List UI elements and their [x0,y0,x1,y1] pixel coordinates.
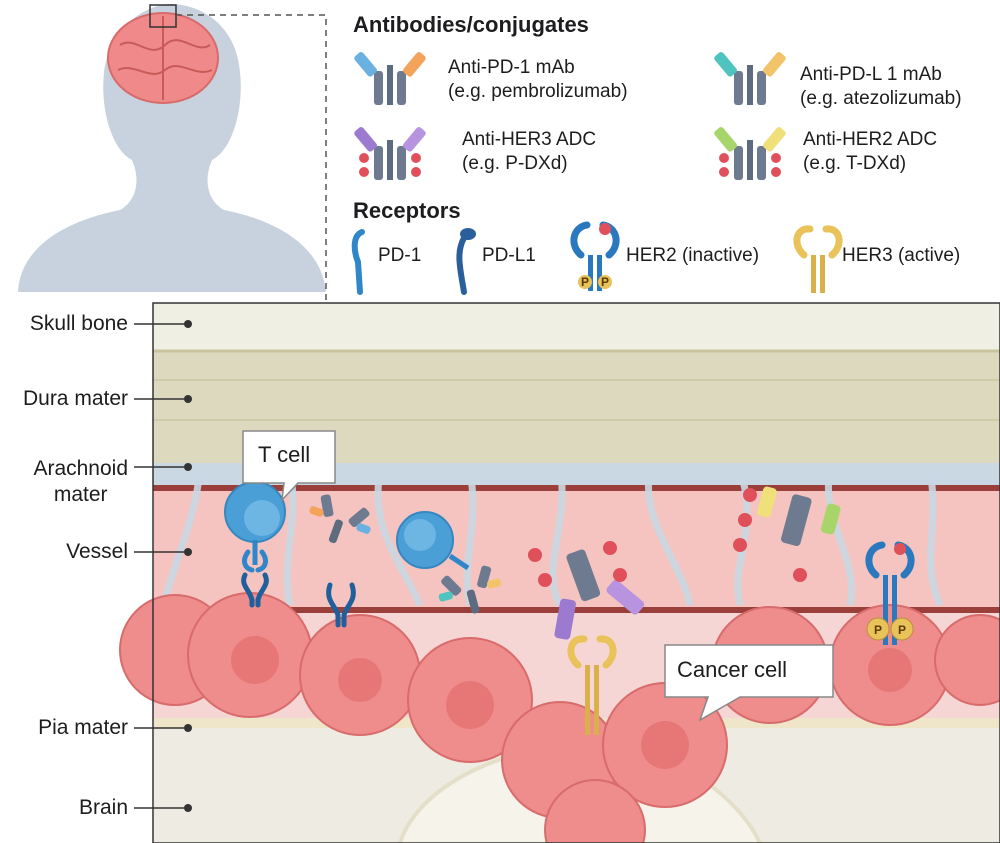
cancer-cell-callout-label: Cancer cell [677,657,788,682]
legend-item-pdl1: PD-L1 [482,245,536,266]
head-illustration [18,4,327,300]
legend-icon-pd1 [351,229,365,295]
vessel-wall-top [153,485,1000,491]
skull-bone-layer [153,303,1000,351]
legend-item-anti-her2-adc: Anti-HER2 ADC (e.g. T-DXd) [803,128,937,176]
pdl1-receptor [326,582,356,628]
legend-item-her3: HER3 (active) [842,245,961,266]
head-silhouette [18,4,326,292]
cancer-cell-callout-box [664,644,834,722]
zoom-box [149,4,177,28]
layer-leader-dots [184,320,192,812]
legend-item-pd1: PD-1 [378,245,422,266]
tissue-cross-section: P P P P [119,275,1000,843]
antibody-name: Anti-PD-1 mAb [448,57,575,78]
arachnoid-trabeculae [161,468,944,607]
cancer-cell [934,614,1000,706]
legend-icon-anti-pd1 [354,52,426,105]
antibody-example: (e.g. pembrolizumab) [448,81,628,102]
legend-item-her2: HER2 (inactive) [626,245,760,266]
her2-receptor-tissue [865,541,915,645]
label-pia-mater: Pia mater [38,716,128,739]
phospho-mark-legend-left: P [581,275,589,289]
vessel-wall-bottom [153,607,1000,613]
cancer-cell [544,779,646,843]
legend-item-anti-pd1: Anti-PD-1 mAb (e.g. pembrolizumab) [448,56,628,104]
phospho-mark-tissue-right: P [898,623,906,637]
t-cell-callout-box [242,430,336,503]
phospho-mark-legend-right: P [601,275,609,289]
receptors-heading: Receptors [353,198,461,223]
legend-item-anti-pdl1: Anti-PD-L 1 mAb (e.g. atezolizumab) [800,63,962,111]
adc-payloads [528,488,807,587]
adc-her3-tissue [554,549,645,640]
zoom-connector [176,14,327,300]
t-cell-2 [396,511,470,571]
legend-icon-anti-her3-adc [354,127,426,180]
legend-icon-her3 [793,225,843,293]
antibody-name: Anti-PD-L 1 mAb [800,64,942,85]
antibody-free-1 [306,491,373,552]
antibodies-heading: Antibodies/conjugates [353,12,589,37]
legend-icon-anti-her2-adc [714,127,786,180]
label-dura-mater: Dura mater [22,387,128,410]
antibody-free-2 [438,562,503,621]
t-cell-callout-label: T cell [258,442,311,467]
adc-her2-tissue [757,486,841,547]
label-arachnoid-mater: Arachnoid mater [33,457,128,506]
pd1-pdl1-pair-1 [241,549,269,608]
label-skull-bone: Skull bone [29,312,128,335]
legend-item-anti-her3-adc: Anti-HER3 ADC (e.g. P-DXd) [462,128,596,176]
antibody-name: Anti-HER2 ADC [803,129,938,150]
layer-leader-lines [134,323,188,809]
antibody-example: (e.g. T-DXd) [803,153,907,174]
antibody-example: (e.g. P-DXd) [462,153,568,174]
legend-icon-her2 [570,221,620,291]
label-brain: Brain [78,796,128,819]
legend-icon-anti-pdl1 [714,52,786,105]
her3-receptor-tissue [567,635,617,735]
legend-icon-pdl1 [456,228,476,295]
antibody-example: (e.g. atezolizumab) [800,88,962,109]
arachnoid-layer [153,463,1000,485]
label-vessel: Vessel [66,540,128,563]
phospho-marks: P P P P [581,275,906,637]
antibody-name: Anti-HER3 ADC [462,129,597,150]
cross-section-frame [152,302,1000,843]
phospho-mark-tissue-left: P [874,623,882,637]
